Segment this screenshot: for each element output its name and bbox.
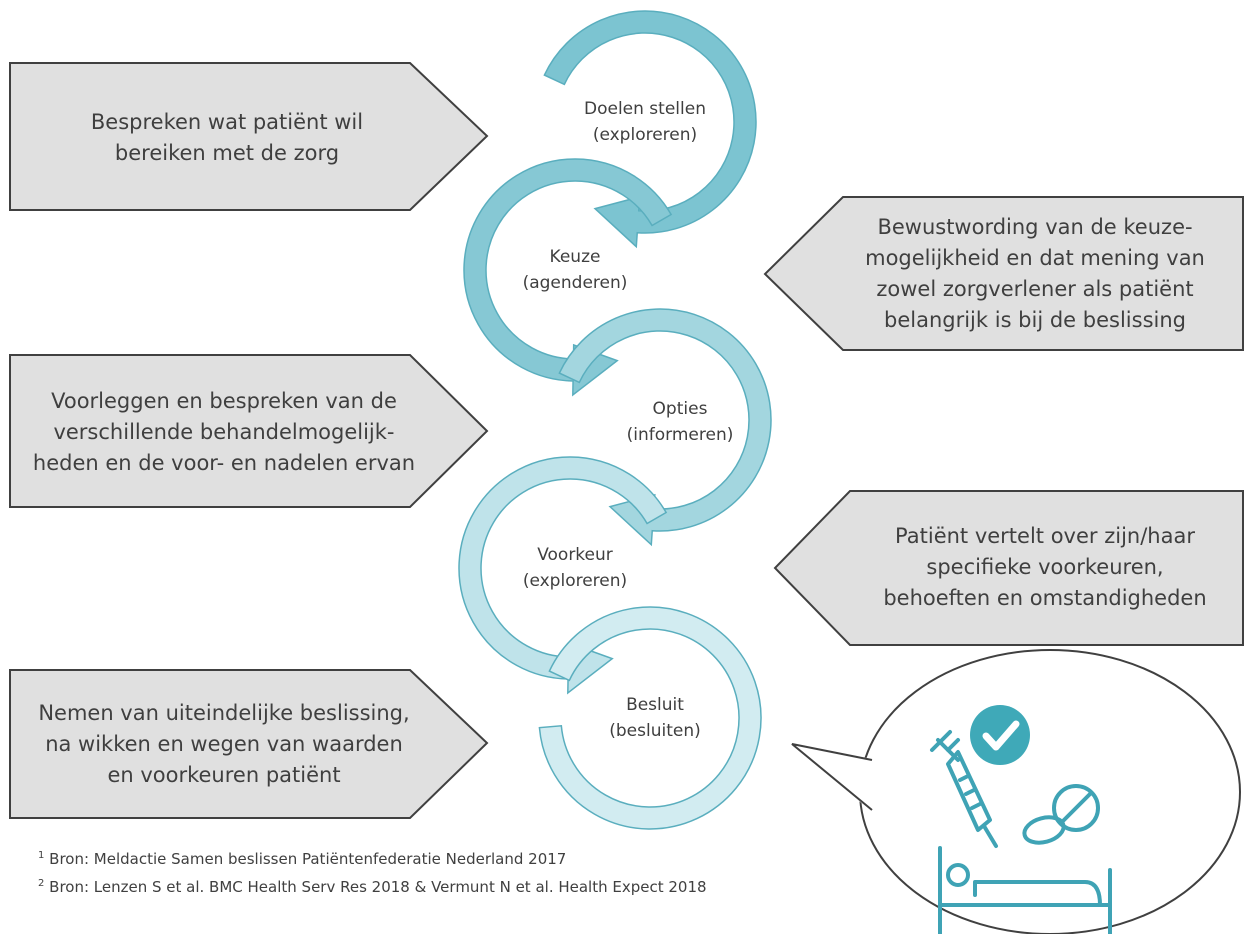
callout-decision: Nemen van uiteindelijke beslissing, na w…	[14, 672, 434, 817]
callout-choice: Bewustwording van de keuze- mogelijkheid…	[825, 200, 1245, 348]
step-label-goals: Doelen stellen (exploreren)	[584, 99, 706, 145]
cycle-arrow-2	[463, 158, 673, 397]
step-label-decision: Besluit (besluiten)	[609, 695, 701, 741]
footnote-2: 2 Bron: Lenzen S et al. BMC Health Serv …	[38, 878, 707, 896]
pills-icon	[1022, 784, 1100, 845]
callout-shape-3	[9, 354, 489, 508]
callout-shape-4	[773, 490, 1244, 646]
callout-options-text: Voorleggen en bespreken van de verschill…	[32, 389, 416, 475]
bed-icon	[938, 846, 1112, 934]
syringe-icon	[930, 730, 998, 848]
callout-preference-text: Patiënt vertelt over zijn/haar specifiek…	[883, 524, 1207, 610]
callout-goals: Bespreken wat patiënt wil bereiken met d…	[22, 68, 432, 208]
callout-shape-5	[9, 669, 489, 819]
callout-decision-text: Nemen van uiteindelijke beslissing, na w…	[38, 701, 410, 787]
cycle-arrow-1	[543, 10, 757, 249]
callout-goals-text: Bespreken wat patiënt wil bereiken met d…	[90, 110, 364, 165]
callout-preference: Patiënt vertelt over zijn/haar specifiek…	[845, 495, 1245, 640]
checkmark-icon	[970, 705, 1030, 765]
callout-shape-1	[9, 62, 489, 211]
callout-options: Voorleggen en bespreken van de verschill…	[14, 360, 434, 505]
callout-shape-2	[763, 196, 1244, 351]
footnote-1: 1 Bron: Meldactie Samen beslissen Patiën…	[38, 850, 567, 868]
step-label-preference: Voorkeur (exploreren)	[522, 545, 628, 591]
step-label-choice: Keuze (agenderen)	[522, 247, 628, 293]
callout-choice-text: Bewustwording van de keuze- mogelijkheid…	[865, 215, 1205, 332]
cycle-arrow-5	[538, 606, 762, 830]
cycle-arrows	[458, 10, 772, 830]
cycle-arrow-3	[558, 308, 772, 547]
step-label-options: Opties (informeren)	[626, 399, 734, 445]
speech-bubble	[791, 649, 1241, 934]
